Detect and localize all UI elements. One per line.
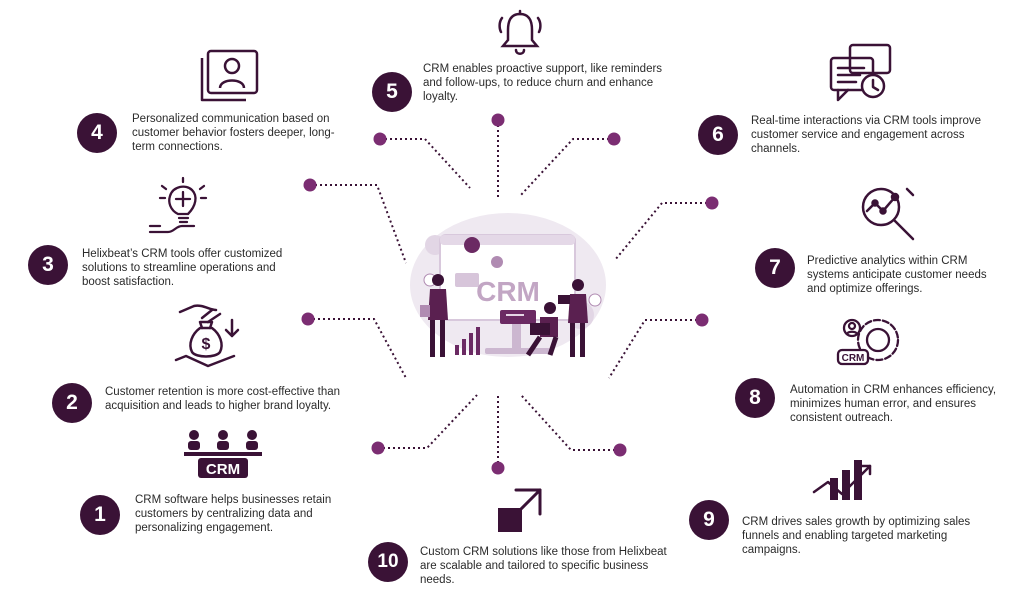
step-text-7: Predictive analytics within CRM systems … xyxy=(807,255,987,295)
connector-line-4 xyxy=(310,184,407,264)
step-number-5: 5 xyxy=(372,72,412,112)
user-profile-icon xyxy=(200,49,259,102)
chat-clock-icon xyxy=(829,43,892,102)
svg-text:CRM: CRM xyxy=(206,461,240,478)
connector-dot xyxy=(373,132,387,146)
connector-dot xyxy=(607,132,621,146)
step-number-8: 8 xyxy=(735,378,775,418)
step-number-4: 4 xyxy=(77,113,117,153)
lightbulb-gear-icon xyxy=(148,176,208,234)
connector-dot xyxy=(491,113,505,127)
connector-line-8 xyxy=(608,319,702,379)
growth-chart-icon xyxy=(812,460,872,500)
step-text-9: CRM drives sales growth by optimizing sa… xyxy=(742,516,971,556)
crm-gear-icon: CRM xyxy=(836,318,900,366)
connector-dot xyxy=(613,443,627,457)
step-text-10: Custom CRM solutions like those from Hel… xyxy=(420,546,667,586)
step-number-3: 3 xyxy=(28,245,68,285)
step-text-4: Personalized communication based on cust… xyxy=(132,113,335,153)
step-number-9: 9 xyxy=(689,500,729,540)
connector-dot xyxy=(705,196,719,210)
step-text-1: CRM software helps businesses retain cus… xyxy=(135,494,332,534)
step-text-5: CRM enables proactive support, like remi… xyxy=(423,63,663,103)
connector-line-9 xyxy=(520,394,620,451)
connector-line-3 xyxy=(308,318,407,379)
step-text-3: Helixbeat’s CRM tools offer customized s… xyxy=(82,248,283,288)
step-number-2: 2 xyxy=(52,383,92,423)
step-text-2: Customer retention is more cost-effectiv… xyxy=(105,386,341,412)
step-number-10: 10 xyxy=(368,542,408,582)
connector-dot xyxy=(695,313,709,327)
connector-line-5-right xyxy=(519,138,614,197)
step-text-8: Automation in CRM enhances efficiency, m… xyxy=(790,384,997,424)
connector-dot xyxy=(303,178,317,192)
magnifier-chart-icon xyxy=(861,187,915,241)
crm-team-icon: CRM xyxy=(184,430,262,478)
step-number-6: 6 xyxy=(698,115,738,155)
center-crm-label: CRM xyxy=(476,276,540,307)
connector-line-7 xyxy=(614,202,712,261)
step-number-1: 1 xyxy=(80,495,120,535)
connector-dot xyxy=(491,461,505,475)
step-number-7: 7 xyxy=(755,248,795,288)
center-illustration: CRM xyxy=(400,205,615,370)
svg-text:CRM: CRM xyxy=(842,353,865,364)
connector-line-1 xyxy=(378,394,478,449)
expand-arrow-icon xyxy=(498,488,542,532)
step-text-6: Real-time interactions via CRM tools imp… xyxy=(751,115,982,155)
bell-icon xyxy=(498,9,542,55)
crm-team-illustration-icon: CRM xyxy=(410,213,606,357)
connector-dot xyxy=(371,441,385,455)
connector-line-5-left xyxy=(380,138,471,189)
hand-money-bag-icon: $ xyxy=(174,304,240,368)
connector-dot xyxy=(301,312,315,326)
svg-text:$: $ xyxy=(202,336,211,353)
